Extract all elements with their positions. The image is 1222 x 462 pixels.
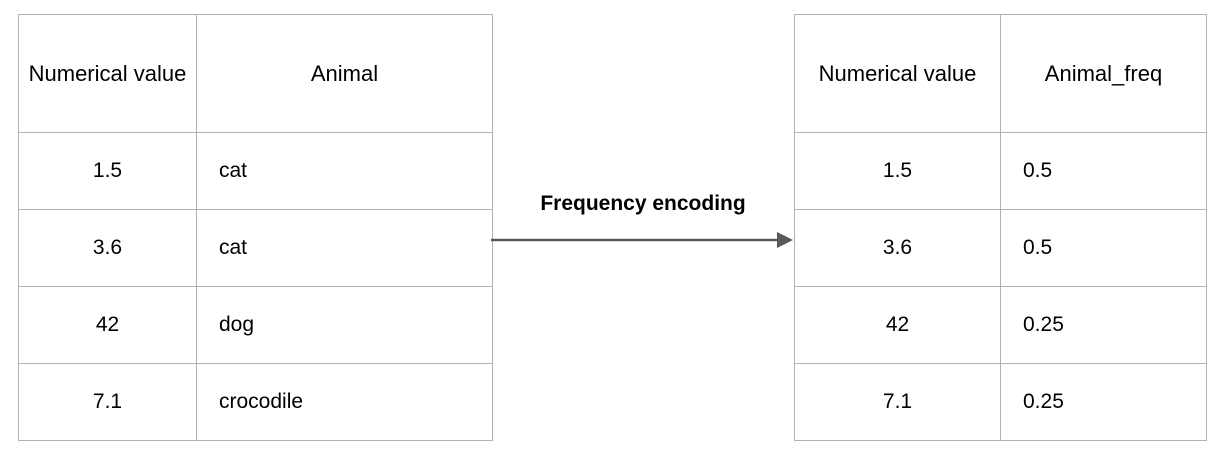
cell-animal: cat	[196, 132, 493, 210]
encoded-table-body: 1.5 0.5 3.6 0.5 42 0.25 7.1 0.25	[794, 132, 1207, 441]
cell-numerical-value: 1.5	[794, 132, 1001, 210]
header-animal-freq: Animal_freq	[1000, 14, 1207, 133]
cell-animal-freq: 0.5	[1000, 132, 1207, 210]
cell-numerical-value: 42	[18, 286, 197, 364]
original-table-body: 1.5 cat 3.6 cat 42 dog 7.1 crocodile	[18, 132, 493, 441]
transform-arrow-label: Frequency encoding	[540, 192, 746, 215]
original-data-table: Numerical value Animal 1.5 cat 3.6 cat 4…	[18, 14, 493, 441]
table-row: 3.6 cat	[18, 209, 493, 287]
frequency-encoded-table: Numerical value Animal_freq 1.5 0.5 3.6 …	[794, 14, 1207, 441]
header-animal: Animal	[196, 14, 493, 133]
cell-numerical-value: 3.6	[18, 209, 197, 287]
cell-numerical-value: 42	[794, 286, 1001, 364]
table-row: 1.5 0.5	[794, 132, 1207, 210]
cell-animal-freq: 0.5	[1000, 209, 1207, 287]
table-row: 42 dog	[18, 286, 493, 364]
table-row: 7.1 crocodile	[18, 363, 493, 441]
encoded-table-header: Numerical value Animal_freq	[794, 14, 1207, 133]
table-header-row: Numerical value Animal	[18, 14, 493, 133]
header-numerical-value: Numerical value	[18, 14, 197, 133]
table-row: 3.6 0.5	[794, 209, 1207, 287]
arrow-right-icon	[491, 232, 793, 248]
original-table-header: Numerical value Animal	[18, 14, 493, 133]
transform-arrow-group: Frequency encoding	[491, 190, 795, 260]
cell-animal: dog	[196, 286, 493, 364]
cell-animal: cat	[196, 209, 493, 287]
cell-numerical-value: 1.5	[18, 132, 197, 210]
cell-animal-freq: 0.25	[1000, 363, 1207, 441]
table-row: 7.1 0.25	[794, 363, 1207, 441]
cell-numerical-value: 7.1	[794, 363, 1001, 441]
table-header-row: Numerical value Animal_freq	[794, 14, 1207, 133]
cell-animal: crocodile	[196, 363, 493, 441]
table-row: 42 0.25	[794, 286, 1207, 364]
table-row: 1.5 cat	[18, 132, 493, 210]
cell-animal-freq: 0.25	[1000, 286, 1207, 364]
cell-numerical-value: 7.1	[18, 363, 197, 441]
header-numerical-value: Numerical value	[794, 14, 1001, 133]
cell-numerical-value: 3.6	[794, 209, 1001, 287]
